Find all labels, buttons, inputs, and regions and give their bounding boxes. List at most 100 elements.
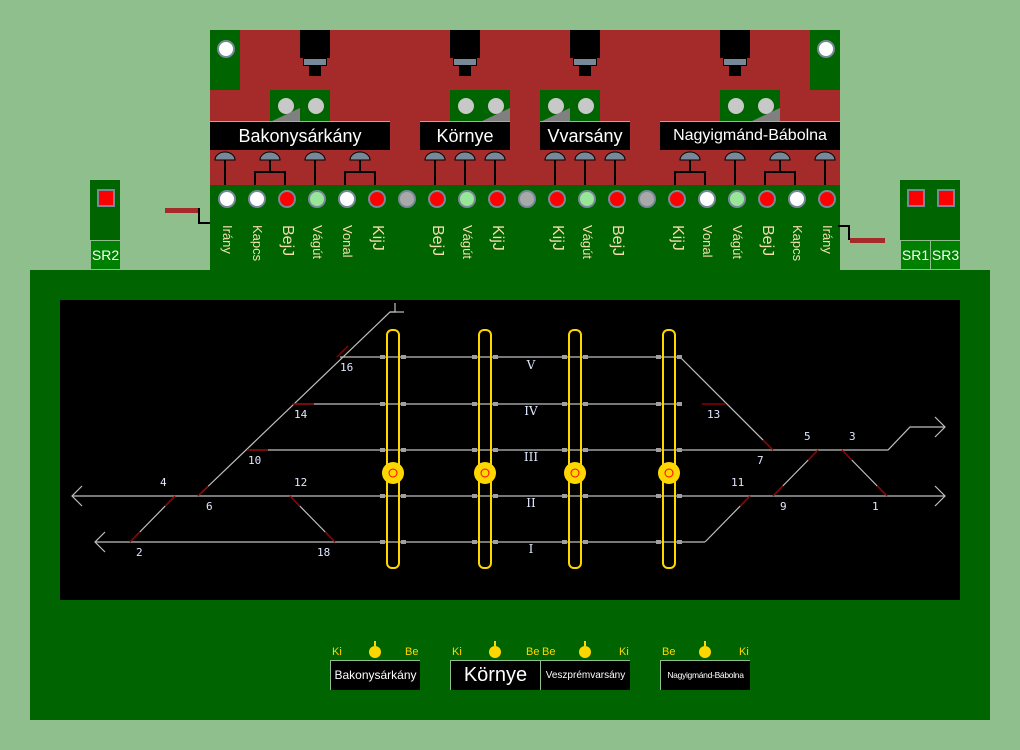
track-joint — [472, 402, 477, 406]
indicator-label: Vonal — [700, 225, 715, 258]
indicator-lamp — [248, 190, 266, 208]
track-joint — [493, 448, 498, 452]
switch-label-1: 1 — [872, 500, 879, 513]
slider-knob — [564, 462, 586, 484]
track-joint — [656, 402, 661, 406]
switch-label-12: 12 — [294, 476, 307, 489]
nagyigmand-left-label: Be — [662, 646, 676, 658]
indicator-label: KijJ — [369, 225, 386, 251]
switch-label-10: 10 — [248, 454, 261, 467]
sr2-label[interactable]: SR2 — [91, 241, 120, 269]
indicator-lamp — [698, 190, 716, 208]
indicator-lamp — [638, 190, 656, 208]
indicator-label: Vonal — [340, 225, 355, 258]
station-label-kornye: Környe — [420, 121, 510, 150]
bottom-label-nagyigmand: Nagyigmánd-Bábolna — [660, 660, 750, 690]
corner-indicator-right — [810, 30, 840, 90]
switch-label-3: 3 — [849, 430, 856, 443]
slider-column-4[interactable] — [656, 329, 682, 569]
track-joint — [677, 448, 682, 452]
slider-column-1[interactable] — [380, 329, 406, 569]
switch-label-6: 6 — [206, 500, 213, 513]
track-joint — [677, 494, 682, 498]
veszprem-right-label: Ki — [619, 646, 629, 658]
track-joint — [562, 355, 567, 359]
nagyigmand-toggle-knob[interactable] — [699, 641, 711, 658]
track-joint — [472, 448, 477, 452]
track-joint — [583, 494, 588, 498]
track-joint — [562, 448, 567, 452]
bakony-toggle-knob[interactable] — [369, 641, 381, 658]
switch-label-4: 4 — [160, 476, 167, 489]
kornye-left-label: Ki — [452, 646, 462, 658]
relay-box-4 — [720, 90, 780, 122]
track-joint — [583, 355, 588, 359]
track-joint — [493, 494, 498, 498]
sr1-sr3-box — [900, 180, 960, 240]
track-joint — [380, 448, 385, 452]
slider-knob — [658, 462, 680, 484]
slider-knob — [474, 462, 496, 484]
track-joint — [583, 448, 588, 452]
indicator-lamp — [368, 190, 386, 208]
indicator-lamp — [668, 190, 686, 208]
station-label-nagyigmand: Nagyigmánd-Bábolna — [660, 121, 840, 150]
track-joint — [562, 494, 567, 498]
slider-knob — [382, 462, 404, 484]
track-joint — [493, 402, 498, 406]
station-label-bakonysarkany: Bakonysárkány — [210, 121, 390, 150]
track-joint — [401, 540, 406, 544]
indicator-lamp — [428, 190, 446, 208]
indicator-label: KijJ — [549, 225, 566, 251]
indicator-label: Irány — [820, 225, 835, 254]
track-joint — [472, 494, 477, 498]
indicator-lamp — [788, 190, 806, 208]
track-joint — [677, 402, 682, 406]
indicator-lamp — [278, 190, 296, 208]
indicator-lamp — [518, 190, 536, 208]
slider-column-3[interactable] — [562, 329, 588, 569]
track-joint — [656, 355, 661, 359]
relay-box-1 — [270, 90, 330, 122]
veszprem-left-label: Be — [542, 646, 556, 658]
sr1-label[interactable]: SR1 — [901, 241, 930, 269]
kornye-right-label: Be — [526, 646, 540, 658]
sr2-box — [90, 180, 120, 240]
sr2-lamp — [97, 189, 115, 207]
indicator-label: Kapcs — [790, 225, 805, 262]
veszprem-toggle-knob[interactable] — [579, 641, 591, 658]
indicator-label: Irány — [220, 225, 235, 254]
track-label-I: I — [529, 542, 534, 556]
indicator-label: KijJ — [489, 225, 506, 251]
track-label-II: II — [526, 496, 536, 510]
relay-box-3 — [540, 90, 600, 122]
track-joint — [583, 402, 588, 406]
track-joint — [656, 540, 661, 544]
track-joint — [401, 448, 406, 452]
bottom-label-kornye: Környe — [450, 660, 540, 690]
switch-label-14: 14 — [294, 408, 308, 421]
track-label-IV: IV — [524, 404, 538, 418]
track-joint — [583, 540, 588, 544]
indicator-label: BejJ — [759, 225, 776, 257]
slider-column-2[interactable] — [472, 329, 498, 569]
track-joint — [493, 540, 498, 544]
track-label-III: III — [524, 450, 538, 464]
switch-label-7: 7 — [757, 454, 764, 467]
wire-left — [165, 208, 200, 213]
switch-label-18: 18 — [317, 546, 330, 559]
track-joint — [562, 402, 567, 406]
sr3-label[interactable]: SR3 — [931, 241, 960, 269]
track-joint — [380, 355, 385, 359]
indicator-lamp — [308, 190, 326, 208]
indicator-lamp — [338, 190, 356, 208]
indicator-lamp — [458, 190, 476, 208]
indicator-label: Vágút — [310, 225, 325, 259]
track-diagram: 16 14 10 4 6 12 2 18 13 7 5 3 11 9 1 V I… — [60, 300, 960, 600]
track-label-V: V — [526, 358, 536, 372]
bakony-left-label: Ki — [332, 646, 342, 658]
relay-box-2 — [450, 90, 510, 122]
sr1-lamp — [907, 189, 925, 207]
track-joint — [677, 540, 682, 544]
kornye-toggle-knob[interactable] — [489, 641, 501, 658]
